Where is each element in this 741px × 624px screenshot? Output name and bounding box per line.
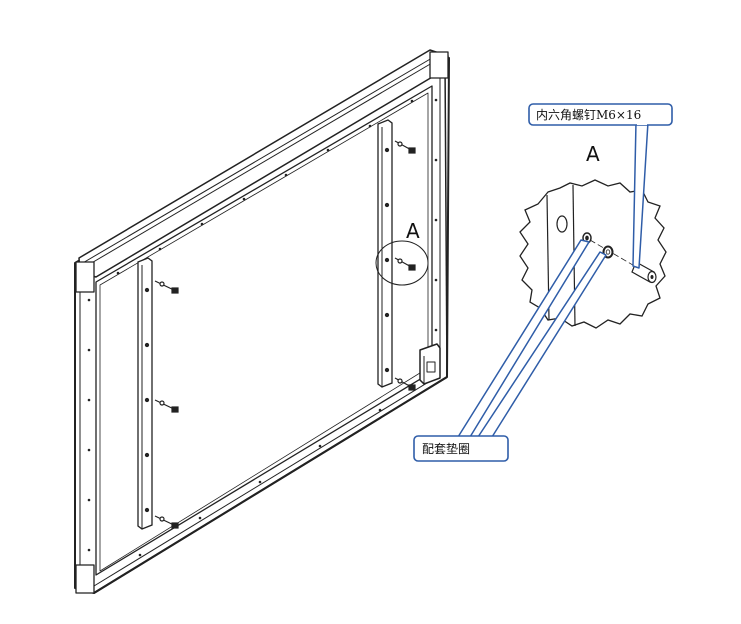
right-bracket-hole [384,367,390,373]
panel-top-edge-line-2 [82,62,433,269]
detail-hole [556,215,568,233]
hole [242,197,246,201]
detail-marker-label: A [406,219,420,243]
pen-tray-slot [426,361,436,373]
left-bracket-hole [144,397,150,403]
right-bracket-body [377,119,393,388]
panel-bottom-edge-inner [93,374,441,587]
hole [318,444,322,448]
detail-washer-hole [605,249,611,255]
screw-callout-box [528,103,673,126]
hole [434,98,438,102]
panel-bottom-edge [93,376,448,594]
hole [258,480,262,484]
washer [159,400,165,406]
detail-screw-hex [650,275,654,279]
detail-marker-circle [375,240,429,286]
hole [410,99,414,103]
screw-callout: 内六角螺钉M6×16 [528,103,673,269]
hole [87,398,91,402]
corner-bottom-left [75,564,95,594]
right-bracket-screws [394,140,416,391]
hole [434,328,438,332]
washer [159,281,165,287]
hole [87,498,91,502]
corner-top-right [429,51,449,79]
panel-top-edge-line [80,57,433,265]
left-bracket-hole [144,452,150,458]
screw-head [408,147,416,154]
hole [378,408,382,412]
frame-holes [87,98,438,557]
left-bracket-hole [144,342,150,348]
screw-head [171,406,179,413]
hole [284,173,288,177]
hole [198,516,202,520]
panel-outer-frame [74,51,450,594]
panel-right-edge [444,59,448,378]
hole [138,553,142,557]
washer-callout-box [413,435,509,462]
right-bracket-hole [384,257,390,263]
left-mounting-bracket [137,257,153,530]
right-mounting-bracket [377,119,393,388]
whiteboard-panel [74,49,450,594]
screw-callout-text: 内六角螺钉M6×16 [536,108,641,122]
washer [397,378,403,384]
hole [434,158,438,162]
left-bracket-hole [144,507,150,513]
left-bracket-screws [154,280,179,529]
hole [368,124,372,128]
hole [158,247,162,251]
right-bracket-hole [384,312,390,318]
screw-head [408,264,416,271]
hole [87,298,91,302]
detail-insert-core [585,235,589,241]
washer [397,258,403,264]
hole [200,222,204,226]
washer [397,141,403,147]
right-bracket-hole [384,147,390,153]
hole [87,448,91,452]
hole [434,278,438,282]
screw-head [408,384,416,391]
washer-callout: 配套垫圈 [413,239,607,462]
hole [434,218,438,222]
washer [159,516,165,522]
hole [116,271,120,275]
right-bracket-hole [384,202,390,208]
corner-top-left [75,261,95,293]
screw-head [171,287,179,294]
hole [326,148,330,152]
screw-head [171,522,179,529]
hole [87,348,91,352]
hole [87,548,91,552]
washer-callout-text: 配套垫圈 [422,441,470,456]
left-bracket-hole [144,287,150,293]
left-bracket-body [137,257,153,530]
washer-callout-leader [457,239,590,438]
detail-view-title: A [586,142,600,166]
